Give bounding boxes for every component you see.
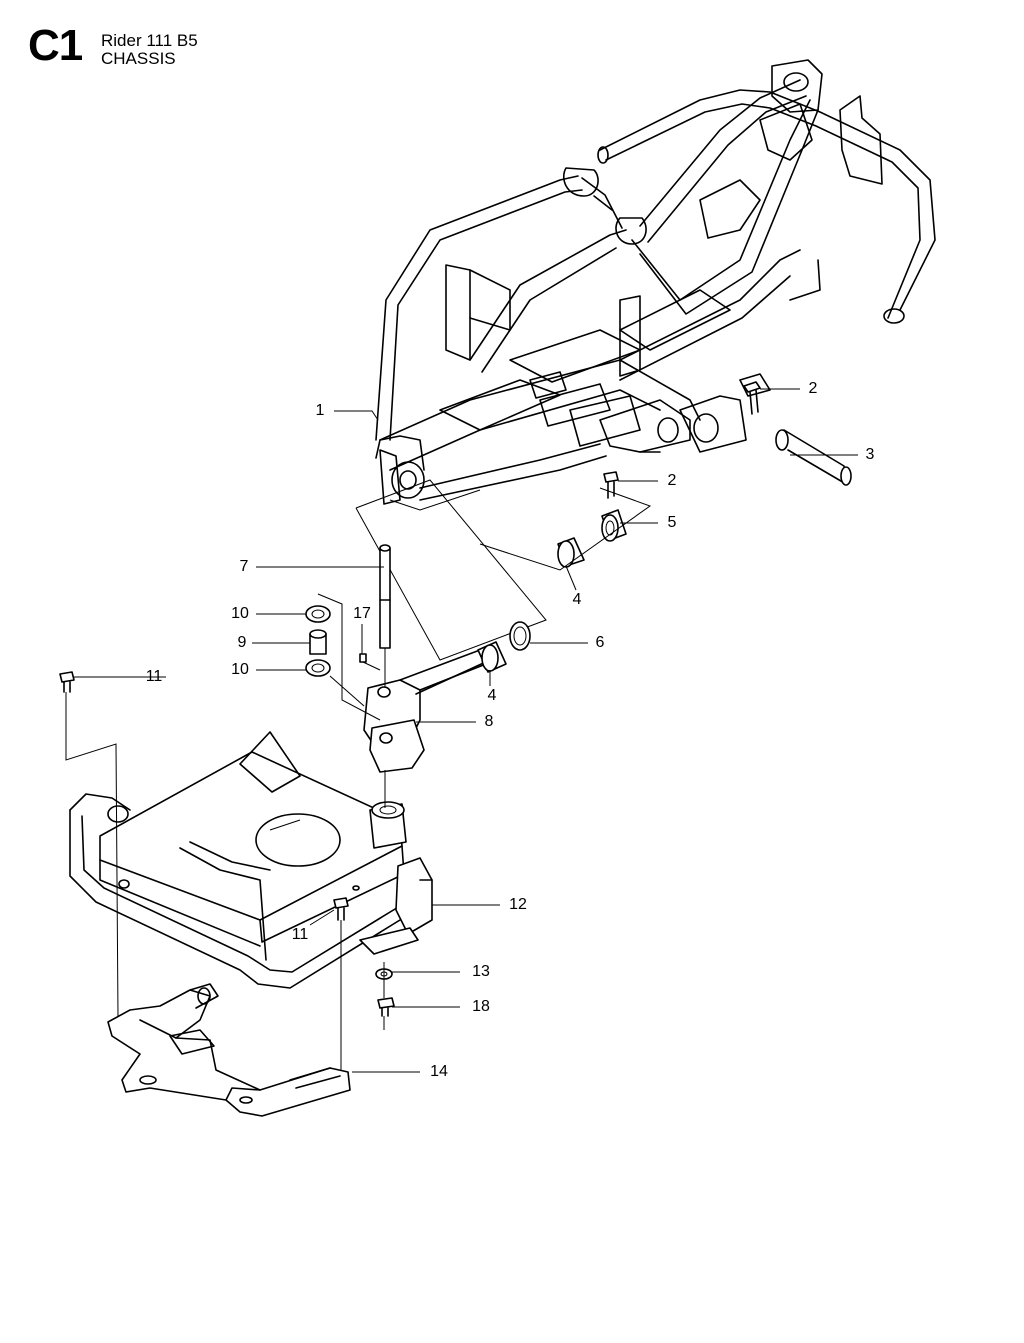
washer-6 — [509, 621, 531, 651]
callout-18: 18 — [472, 998, 490, 1015]
callout-2-upper: 2 — [808, 380, 818, 397]
bolt-11-left — [59, 671, 75, 693]
bearing-10-upper — [305, 605, 331, 623]
front-frame-drawing — [69, 731, 433, 989]
callout-10-lower: 10 — [231, 661, 249, 678]
axle-beam-14 — [107, 983, 351, 1117]
spacer-9 — [309, 629, 327, 655]
kit-group-outline-upper — [479, 487, 652, 571]
section-title: CHASSIS — [101, 48, 176, 68]
callout-12: 12 — [509, 896, 527, 913]
pin-3 — [775, 429, 852, 486]
callout-17: 17 — [353, 605, 371, 622]
leader-lines — [74, 388, 858, 1073]
callout-4-lower: 4 — [487, 687, 497, 704]
callout-10-upper: 10 — [231, 605, 249, 622]
callout-11-center: 11 — [291, 926, 309, 943]
callout-14: 14 — [430, 1063, 448, 1080]
bolt-18 — [377, 997, 395, 1017]
callout-7: 7 — [239, 558, 249, 575]
bushing-4-lower — [477, 641, 507, 673]
callout-4-upper: 4 — [572, 591, 582, 608]
bushing-5 — [601, 509, 627, 542]
callout-1: 1 — [315, 402, 325, 419]
callout-13: 13 — [472, 963, 490, 980]
callout-2-lower: 2 — [667, 472, 677, 489]
callout-11-left: 11 — [145, 668, 163, 685]
assembly-lines — [65, 593, 386, 1070]
bushing-4-upper — [557, 537, 585, 568]
section-code: C1 — [28, 21, 83, 70]
callout-6: 6 — [595, 634, 605, 651]
kit-group-outline-middle — [355, 479, 547, 661]
callout-5: 5 — [667, 514, 677, 531]
bolt-2-lower — [603, 471, 619, 499]
grease-nipple-17 — [359, 653, 367, 663]
bearing-10-lower — [305, 659, 331, 677]
kingpin-7 — [379, 544, 391, 649]
callout-9: 9 — [237, 634, 247, 651]
callout-3: 3 — [865, 446, 875, 463]
title-block: Rider 111 B5 CHASSIS — [101, 32, 198, 68]
callout-8: 8 — [484, 713, 494, 730]
rear-frame-drawing — [375, 59, 936, 511]
spindle-8 — [363, 649, 491, 773]
bolt-11-center — [333, 897, 349, 921]
bolt-2-upper — [743, 381, 761, 415]
model-name: Rider 111 B5 — [101, 31, 198, 50]
